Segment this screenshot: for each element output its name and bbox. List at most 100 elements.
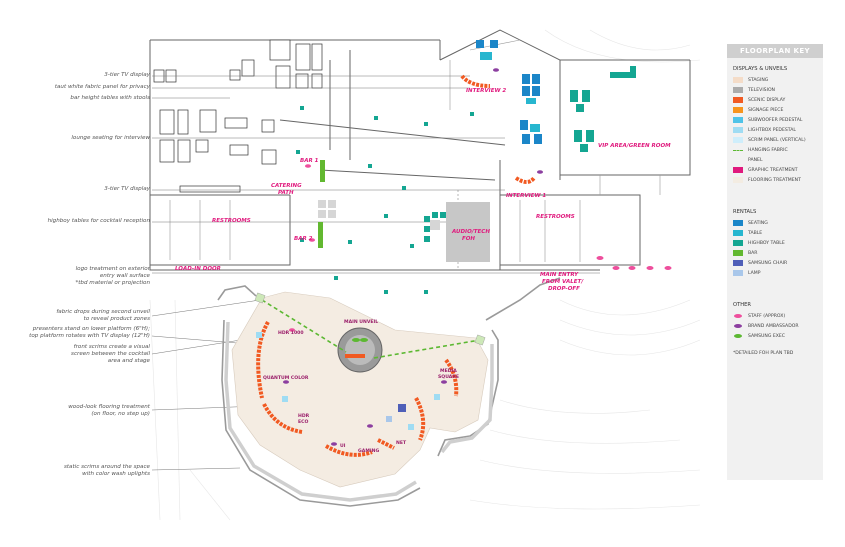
legend-swatch <box>733 270 743 276</box>
legend-swatch <box>733 117 743 123</box>
annotation-highboy: highboy tables for cocktail reception <box>47 218 150 224</box>
legend-dot <box>734 334 742 338</box>
audio-tech-foh <box>446 202 490 262</box>
legend-swatch <box>733 230 743 236</box>
key-item-label: BRAND AMBASSADOR <box>748 323 799 329</box>
key-item: SUBWOOFER PEDESTAL <box>727 115 823 125</box>
annotation-static-scrims-1: static scrims around the space <box>63 464 150 470</box>
zone-uhd: UI <box>340 444 346 449</box>
room-vip: VIP AREA/GREEN ROOM <box>598 143 671 149</box>
bars <box>318 160 325 248</box>
key-item: FLOORING TREATMENT <box>727 175 823 185</box>
legend-swatch <box>733 250 743 256</box>
legend-swatch <box>733 77 743 83</box>
key-item: SIGNAGE PIECE <box>727 105 823 115</box>
room-main-entry-3: DROP-OFF <box>548 286 580 292</box>
key-displays-list: STAGING TELEVISION SCENIC DISPLAY SIGNAGE P… <box>727 75 823 185</box>
annotation-tv-display: 3-tier TV display <box>104 72 150 78</box>
room-foh: FOH <box>462 236 476 242</box>
legend-swatch <box>733 87 743 93</box>
legend-swatch <box>733 260 743 266</box>
room-main-entry: MAIN ENTRY <box>540 272 579 278</box>
key-item-label: SUBWOOFER PEDESTAL <box>748 117 803 123</box>
legend-swatch <box>733 107 743 113</box>
outdoor-paving <box>149 29 701 521</box>
annotation-scrims-3: area and stage <box>107 358 150 364</box>
zone-hdr-1000: HDR 1000 <box>278 331 304 336</box>
legend-dot <box>734 324 742 328</box>
key-item-label: BAR <box>748 250 758 256</box>
key-other-heading: OTHER <box>733 302 752 308</box>
key-item-label: FLOORING TREATMENT <box>748 177 801 183</box>
key-item: TABLE <box>727 228 823 238</box>
key-item-label: LAMP <box>748 270 761 276</box>
key-item: SAMSUNG CHAIR <box>727 258 823 268</box>
key-item-label: SIGNAGE PIECE <box>748 107 784 113</box>
key-displays-heading: DISPLAYS & UNVEILS <box>733 66 788 72</box>
legend-swatch <box>733 167 743 173</box>
key-item-label: HANGING FABRIC <box>748 147 788 153</box>
key-item: SAMSUNG EXEC <box>727 331 823 341</box>
annotation-fabric-drops-2: to reveal product zones <box>83 316 150 322</box>
key-rentals-list: SEATING TABLE HIGHBOY TABLE BAR SAMSUNG CHAI… <box>727 218 823 278</box>
zone-hdr-eco-2: ECO <box>298 420 309 425</box>
key-item: BRAND AMBASSADOR <box>727 321 823 331</box>
key-item-label: SAMSUNG EXEC <box>748 333 786 339</box>
room-audio-tech: AUDIO/TECH <box>452 229 490 235</box>
zone-media: MEDIA <box>440 369 457 374</box>
annotation-flooring-2: (on floor, no step up) <box>91 411 150 417</box>
room-load-in: LOAD-IN DOOR <box>175 266 221 272</box>
annotation-lounge-seating: lounge seating for interview <box>71 135 150 141</box>
annotation-scrims-2: screen between the cocktail <box>71 351 150 357</box>
room-catering: CATERING <box>271 183 302 189</box>
room-bar-2: BAR 2 <box>294 236 313 242</box>
key-item-label: GRAPHIC TREATMENT <box>748 167 798 173</box>
annotation-fabric-panel: taut white fabric panel for privacy <box>54 84 150 90</box>
main-unveil-tv <box>345 354 365 358</box>
annotation-logo-3: *tbd material or projection <box>75 280 150 286</box>
zone-hdr-eco-1: HDR <box>298 414 310 419</box>
room-interview-2: INTERVIEW 2 <box>466 88 507 94</box>
room-restrooms-right: RESTROOMS <box>536 214 575 220</box>
key-item-label: LIGHTBOX PEDESTAL <box>748 127 796 133</box>
zone-media-square: SQUARE <box>438 375 460 380</box>
room-interview-1: INTERVIEW 1 <box>506 193 547 199</box>
legend-swatch <box>733 177 743 183</box>
key-item-label: HIGHBOY TABLE <box>748 240 785 246</box>
annotation-flooring-1: wood-look flooring treatment <box>68 404 150 410</box>
legend-swatch <box>733 137 743 143</box>
annotation-presenters-1: presenters stand on lower platform (6"H)… <box>32 326 150 332</box>
kitchen-equipment <box>153 39 323 193</box>
annotation-logo-1: logo treatment on exterior <box>75 266 150 272</box>
key-item-label: SEATING <box>748 220 768 226</box>
annotation-fabric-drops-1: fabric drops during second unveil <box>56 309 150 315</box>
annotation-bar-tables: bar height tables with stools <box>70 95 150 101</box>
key-item: LAMP <box>727 268 823 278</box>
annotation-static-scrims-2: with color wash uplights <box>82 471 150 477</box>
rentals-furniture <box>256 40 636 430</box>
event-floor <box>231 291 489 488</box>
annotation-scrims-1: front scrims create a visual <box>73 344 150 350</box>
key-item-label: SAMSUNG CHAIR <box>748 260 788 266</box>
key-item: HANGING FABRIC <box>727 145 823 155</box>
hanging-fabric-panels <box>261 299 481 359</box>
key-title: FLOORPLAN KEY <box>727 44 823 58</box>
key-rentals-heading: RENTALS <box>733 209 757 215</box>
key-item-label: PANEL <box>748 157 763 163</box>
key-item: PANEL <box>727 155 823 165</box>
key-item-label: TABLE <box>748 230 763 236</box>
legend-swatch <box>733 220 743 226</box>
zone-quantum: QUANTUM COLOR <box>263 376 309 381</box>
legend-swatch <box>733 97 743 103</box>
key-item: SCENIC DISPLAY <box>727 95 823 105</box>
key-item-label: STAGING <box>748 77 769 83</box>
legend-swatch <box>733 240 743 246</box>
key-item: TELEVISION <box>727 85 823 95</box>
annotation-tv-display-2: 3-tier TV display <box>104 186 150 192</box>
building-walls <box>149 29 691 271</box>
legend-swatch <box>733 127 743 133</box>
key-item-label: TELEVISION <box>748 87 775 93</box>
annotation-logo-2: entry wall surface <box>99 273 150 279</box>
